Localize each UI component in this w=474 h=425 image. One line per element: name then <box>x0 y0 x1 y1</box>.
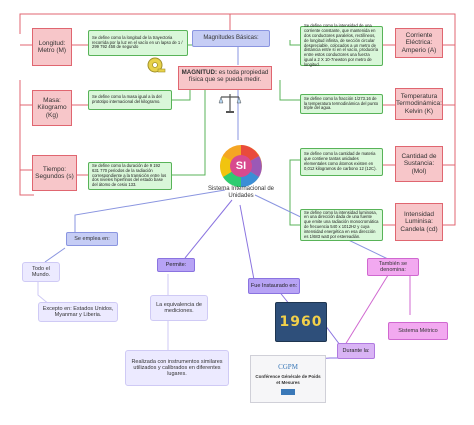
tiempo-definition: Se define como la duración de 9 192 631 … <box>88 162 172 190</box>
corriente-definition: Se define como la intensidad de una corr… <box>300 23 383 67</box>
temperatura-definition: Se define como la fracción 1/273.16 de l… <box>300 94 383 114</box>
fue-instaurado-node: Fue Instaurado en: <box>248 278 300 294</box>
intensidad-definition: Se define como la intensidad luminosa, e… <box>300 209 383 241</box>
metrico-node: Sistema Métrico <box>388 322 448 340</box>
cgpm-image: CGPM Conférence Générale de Poids et Mes… <box>250 355 326 403</box>
masa-node: Masa: Kilogramo (Kg) <box>32 90 72 126</box>
tiempo-node: Tiempo: Segundos (s) <box>32 155 77 191</box>
year-1960-image: 1960 <box>275 302 327 342</box>
temperatura-node: Temperatura Termodinámica: Kelvin (K) <box>395 88 443 120</box>
magnitud-text: es toda propiedad física que se pueda me… <box>188 69 269 84</box>
balance-scale-icon <box>218 92 242 114</box>
se-emplea-node: Se emplea en: <box>66 232 118 246</box>
si-logo-text: SI <box>235 159 247 172</box>
intensidad-node: Intensidad Luminisa: Candela (cd) <box>395 203 443 241</box>
longitud-definition: Se define como la longitud de la trayect… <box>88 30 188 56</box>
equivalencia-node: La equivalencia de mediciones. <box>150 295 208 321</box>
todo-mundo-node: Todo el Mundo. <box>22 262 60 282</box>
cgpm-title-text: Conférence Générale de Poids et Mesures <box>255 374 321 385</box>
longitud-node: Longitud: Metro (M) <box>32 28 72 66</box>
magnitudes-basicas-node: Magnitudes Básicas: <box>192 30 270 47</box>
permite-node: Permite: <box>157 258 195 272</box>
cgpm-emblem-icon <box>281 388 295 395</box>
sustancia-definition: Se define como la cantidad de materia qu… <box>300 148 383 176</box>
measuring-tape-icon <box>146 55 166 75</box>
durante-node: Durante la: <box>337 343 375 359</box>
si-logo: SI <box>219 144 263 188</box>
sustancia-node: Cantidad de Sustancia: (Mol) <box>395 146 443 182</box>
corriente-node: Corriente Eléctrica: Amperio (A) <box>395 28 443 58</box>
year-1960-text: 1960 <box>279 313 323 330</box>
magnitud-label: MAGNITUD: <box>181 69 218 76</box>
cgpm-logo-text: CGPM <box>278 363 298 372</box>
si-title: Sistema Internacional de Unidades <box>207 186 275 199</box>
masa-definition: Se define como la masa igual a la del pr… <box>88 90 172 110</box>
tambien-node: También se denomina: <box>367 258 419 276</box>
magnitud-definition-node: MAGNITUD: es toda propiedad física que s… <box>178 66 272 90</box>
realizada-node: Realizada con instrumentos similares uti… <box>125 350 229 386</box>
excepto-node: Excepto en: Estados Unidos, Myanmar y Li… <box>38 302 118 322</box>
